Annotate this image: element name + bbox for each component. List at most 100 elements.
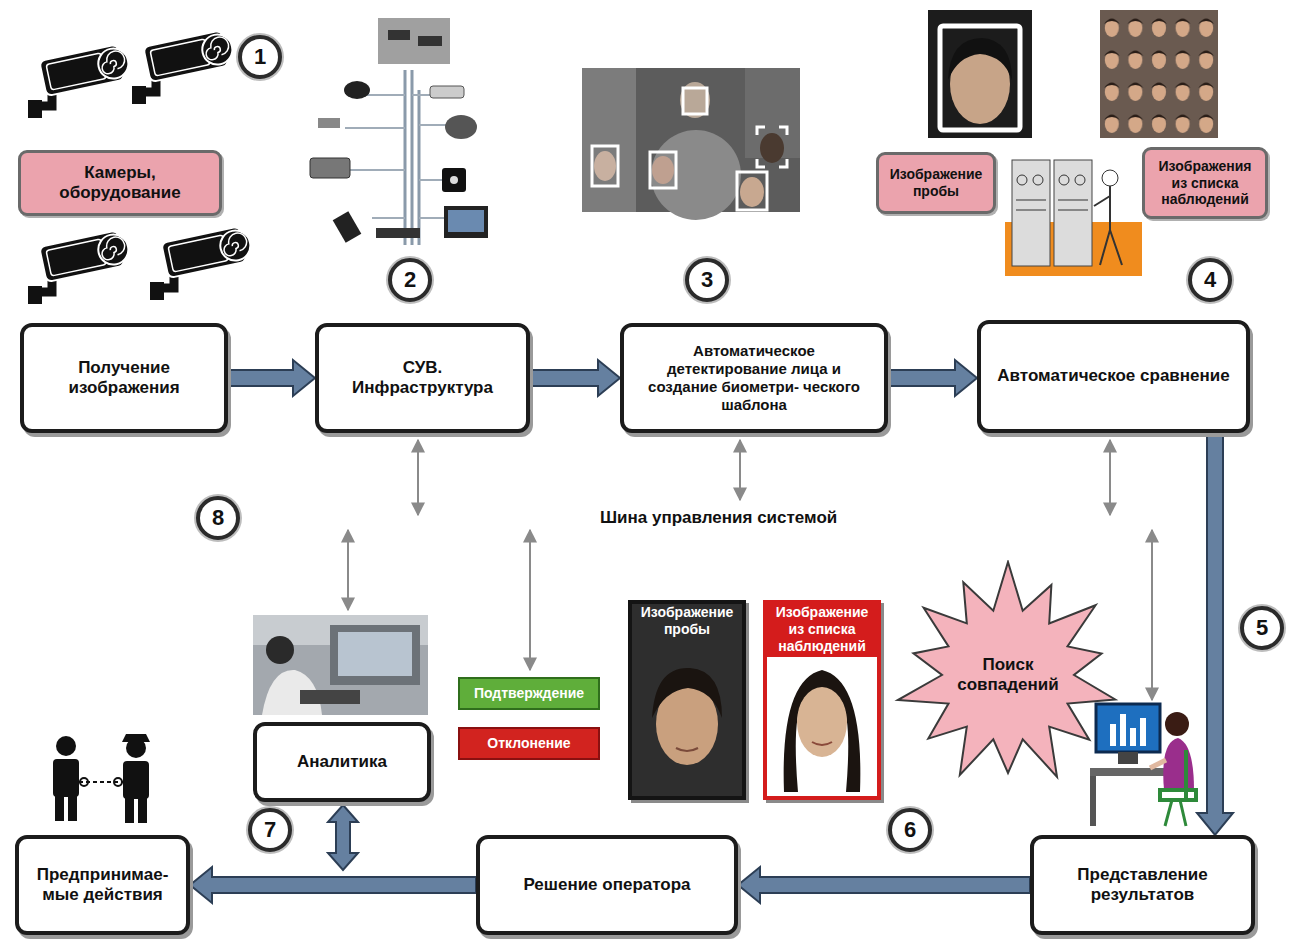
- infrastructure-illustration-part: [448, 210, 484, 232]
- callout-number: 7: [248, 808, 292, 852]
- node-text: Изображение пробы: [885, 166, 987, 200]
- server-illustration-part: [1059, 175, 1069, 185]
- analytics-photo-part: [338, 632, 412, 676]
- process-box: СУВ. Инфраструктура: [315, 323, 530, 433]
- node-text: Поиск совпадений: [943, 655, 1073, 696]
- callout-number: 6: [888, 808, 932, 852]
- infrastructure-illustration-part: [378, 18, 450, 64]
- arrest-pictogram-part: [79, 781, 123, 783]
- probe-frame-picture-part: [652, 668, 722, 718]
- operator-illustration-part: [1140, 718, 1146, 746]
- crowd-photo-part: [592, 146, 618, 186]
- analytics-photo-part: [330, 625, 420, 685]
- analytics-double-arrow: [328, 805, 358, 870]
- probe-frame-picture: [628, 600, 746, 800]
- node-text: Изображения из списка наблюдений: [1151, 158, 1259, 208]
- process-box: Предпринимае- мые действия: [15, 835, 190, 935]
- node-text: Аналитика: [297, 752, 387, 772]
- infrastructure-illustration-part: [318, 118, 340, 128]
- node-text: Автоматическое детектирование лица и соз…: [632, 342, 876, 414]
- server-illustration: [1005, 150, 1142, 276]
- flow-arrow: [228, 360, 315, 396]
- reject-button: Отклонение: [458, 727, 600, 760]
- probe-face-photo-part: [948, 38, 1012, 80]
- infrastructure-illustration-part: [405, 70, 419, 245]
- infrastructure-illustration-part: [376, 228, 420, 238]
- operator-illustration: [1090, 704, 1196, 826]
- node-text: Решение оператора: [523, 875, 690, 895]
- infrastructure-illustration: [310, 18, 488, 245]
- starburst-outline: [898, 562, 1115, 777]
- infrastructure-illustration-part: [345, 95, 455, 218]
- analytics-photo: [253, 615, 428, 715]
- server-illustration-part: [1075, 175, 1085, 185]
- camera-group-part: [28, 43, 132, 118]
- image-tag: Изображения из списка наблюдений: [1142, 147, 1268, 219]
- callout-number: 3: [685, 258, 729, 302]
- match-starburst: Поиск совпадений: [893, 560, 1123, 790]
- crowd-photo-part: [757, 127, 787, 167]
- crowd-photo-part: [594, 151, 616, 181]
- crowd-photo-part: [650, 152, 676, 188]
- camera-group-part: [150, 225, 254, 300]
- watchlist-frame: Изображение из списка наблюдений: [763, 600, 881, 800]
- server-illustration-part: [1017, 175, 1027, 185]
- operator-illustration-part: [1163, 738, 1194, 790]
- arrest-pictogram-part: [122, 734, 150, 742]
- arrest-pictogram: [53, 734, 150, 823]
- analytics-double-arrow-part: [328, 805, 358, 870]
- flow-arrow: [530, 360, 620, 396]
- flow-arrow: [738, 867, 1030, 903]
- node-text: Отклонение: [487, 735, 570, 752]
- crowd-photo-part: [680, 82, 710, 118]
- node-text: СУВ. Инфраструктура: [333, 358, 512, 399]
- operator-illustration-part: [1090, 768, 1166, 776]
- node-text: Подтверждение: [474, 685, 584, 702]
- infrastructure-illustration-part: [344, 81, 370, 99]
- arrest-pictogram-part: [53, 759, 79, 797]
- infrastructure-illustration-part: [442, 168, 466, 192]
- crowd-photo-part: [652, 156, 674, 184]
- operator-illustration-part: [1090, 776, 1096, 826]
- operator-illustration-part: [1150, 760, 1166, 768]
- operator-illustration-part: [1130, 728, 1136, 746]
- confirm-button: Подтверждение: [458, 677, 600, 710]
- crowd-photo-part: [683, 88, 707, 114]
- arrest-pictogram-part: [138, 797, 147, 823]
- analytics-photo-part: [266, 636, 294, 664]
- flow-arrow: [190, 867, 476, 903]
- probe-face-photo: [928, 10, 1032, 138]
- server-illustration-part: [1033, 175, 1043, 185]
- probe-frame: Изображение пробы: [628, 600, 746, 800]
- crowd-photo-part: [740, 177, 764, 207]
- infrastructure-illustration-part: [445, 115, 477, 139]
- equipment-tag: Камеры, оборудование: [18, 150, 222, 217]
- node-text: Предпринимае- мые действия: [27, 865, 178, 906]
- operator-illustration-part: [1120, 714, 1126, 746]
- image-tag: Изображение пробы: [876, 152, 996, 214]
- server-illustration-part: [1012, 160, 1050, 266]
- operator-illustration-part: [1096, 704, 1160, 752]
- arrest-pictogram-part: [56, 736, 76, 756]
- watchlist-face-grid-part: [1100, 10, 1218, 138]
- callout-number: 5: [1240, 606, 1284, 650]
- infrastructure-illustration-part: [333, 211, 362, 243]
- process-box: Автоматическое сравнение: [977, 320, 1250, 433]
- bus-arrows: [348, 440, 1152, 700]
- crowd-photo: [582, 68, 800, 220]
- infrastructure-illustration-part: [450, 176, 458, 184]
- analytics-photo-part: [300, 690, 360, 704]
- analytics-photo-part: [253, 615, 428, 715]
- watchlist-face-grid: [1100, 10, 1218, 138]
- callout-number: 1: [238, 35, 282, 79]
- bus-arrows-part: [739, 440, 741, 500]
- watchlist-frame-picture-part: [797, 687, 847, 757]
- infrastructure-illustration-part: [388, 30, 410, 40]
- node-text: Изображение из списка наблюдений: [767, 604, 877, 657]
- crowd-photo-part: [737, 172, 767, 210]
- bus-arrows-part: [347, 530, 349, 610]
- watchlist-frame-picture: [763, 600, 881, 800]
